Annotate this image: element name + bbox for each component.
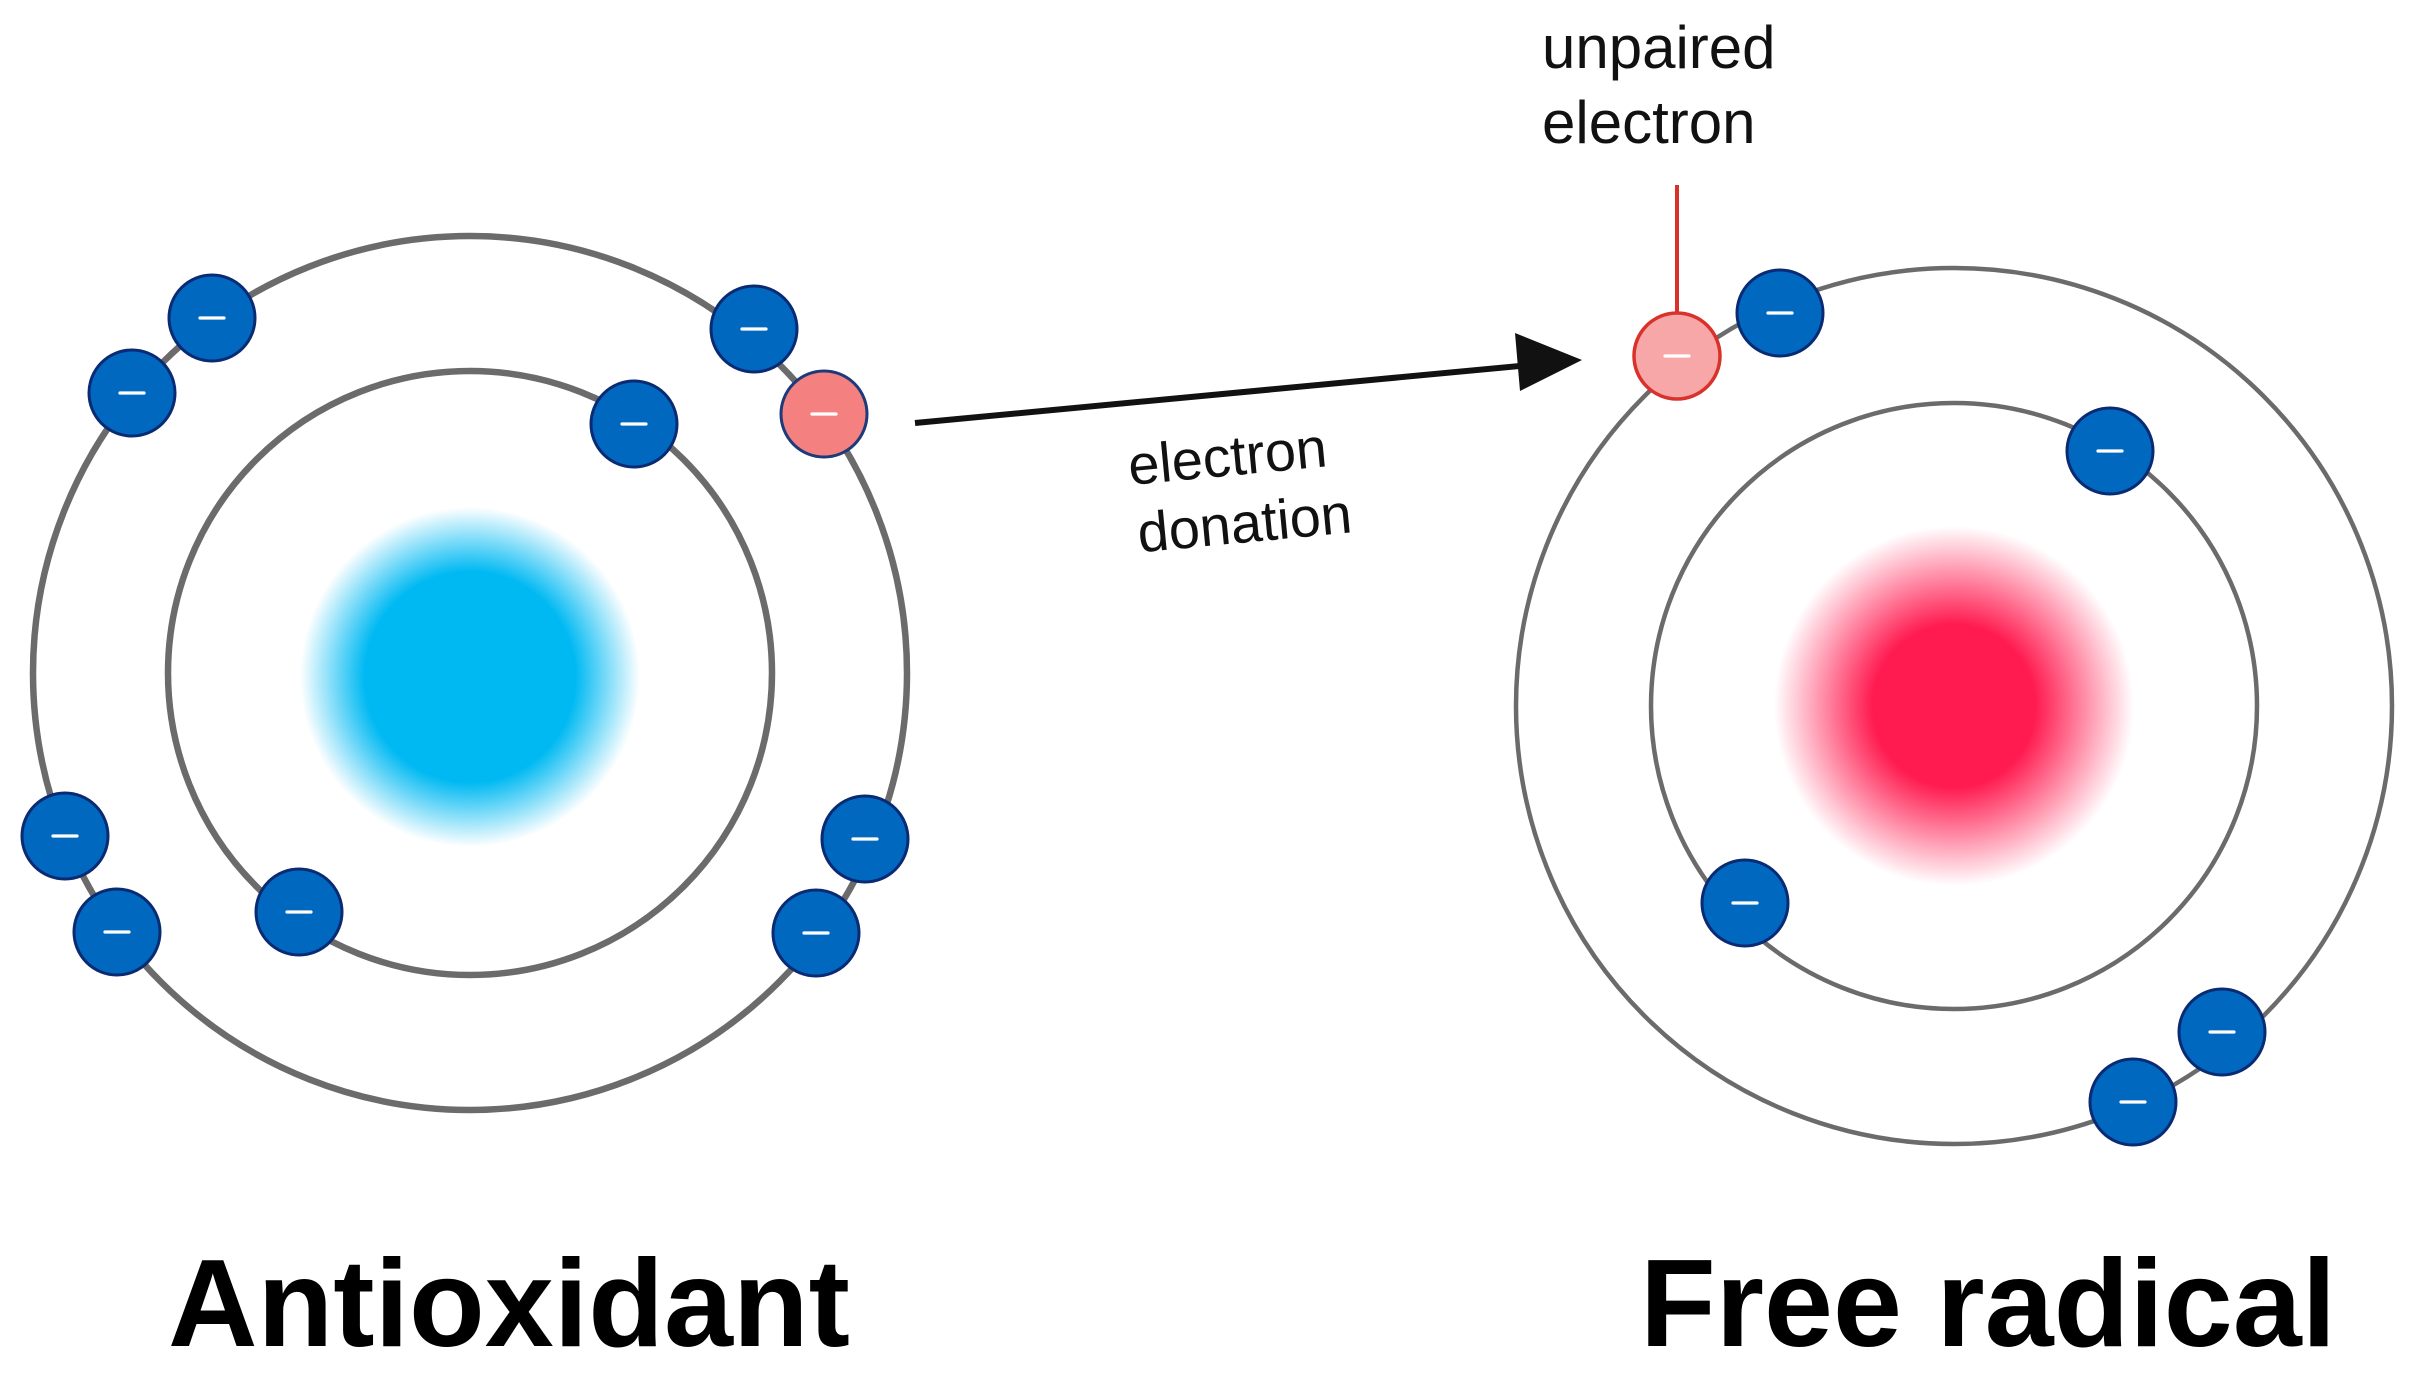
electron [72, 887, 162, 977]
antioxidant-inner-orbit [164, 367, 776, 979]
electron [167, 273, 257, 363]
electron [87, 348, 177, 438]
antioxidant-atom [20, 232, 911, 1114]
electron [2177, 987, 2267, 1077]
unpaired-electron [1632, 311, 1722, 401]
electron-donation-label: electron donation [1125, 414, 1354, 565]
electron [820, 794, 910, 884]
electron [709, 284, 799, 374]
donated-electron [779, 369, 869, 459]
electron [1735, 268, 1825, 358]
antioxidant-outer-orbit [29, 232, 911, 1114]
electron [254, 867, 344, 957]
electron [2065, 406, 2155, 496]
electron [771, 888, 861, 978]
free-radical-atom [1513, 185, 2395, 1147]
electron [20, 791, 110, 881]
free-radical-title: Free radical [1640, 1235, 2336, 1373]
electron [2088, 1057, 2178, 1147]
antioxidant-nucleus [300, 507, 640, 847]
electron-donation-arrow [914, 333, 1582, 426]
electron [589, 379, 679, 469]
antioxidant-title: Antioxidant [168, 1235, 850, 1373]
electron [1700, 858, 1790, 948]
free-radical-nucleus [1774, 526, 2134, 886]
unpaired-electron-label: unpaired electron [1542, 14, 1792, 156]
free-radical-outer-orbit [1513, 265, 2395, 1147]
free-radical-inner-orbit [1648, 400, 2260, 1012]
